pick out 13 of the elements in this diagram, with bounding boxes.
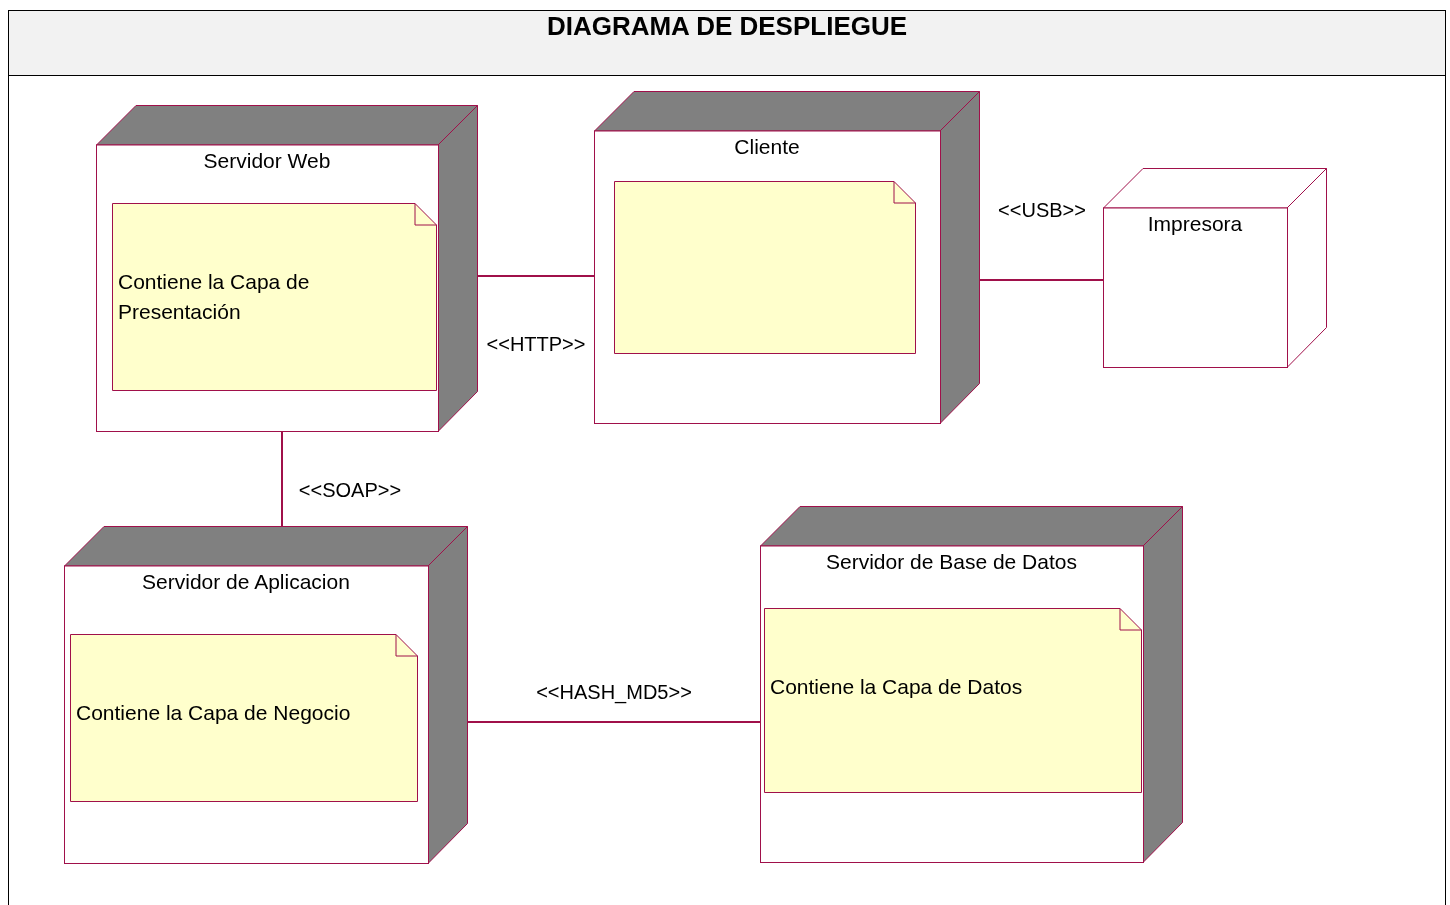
connector-line xyxy=(281,431,283,527)
note-text: Contiene la Capa de Presentación xyxy=(118,269,311,325)
diagram-title: DIAGRAMA DE DESPLIEGUE xyxy=(545,10,909,42)
note-text: Contiene la Capa de Datos xyxy=(770,674,1024,700)
node-title: Servidor de Aplicacion xyxy=(141,569,351,595)
connector-line xyxy=(979,279,1104,281)
node-title: Cliente xyxy=(733,134,801,160)
connector-line xyxy=(467,721,761,723)
note-text: Contiene la Capa de Negocio xyxy=(76,700,352,726)
connector-line xyxy=(477,275,595,277)
node-title: Servidor de Base de Datos xyxy=(825,549,1078,575)
node-title: Servidor Web xyxy=(202,148,332,174)
node-title: Impresora xyxy=(1146,211,1244,237)
